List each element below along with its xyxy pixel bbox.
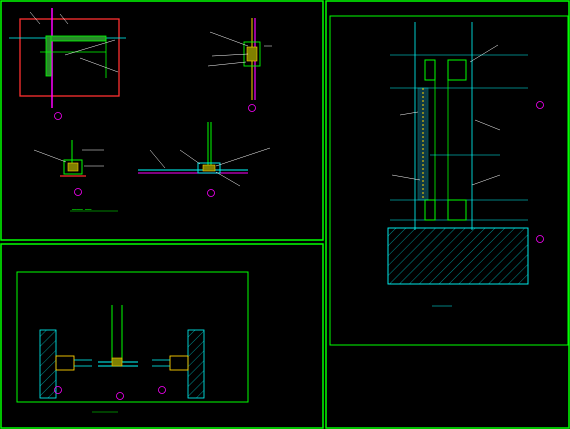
detail-marker [54, 112, 62, 120]
detail-base-channel: ▁▁▁▁▁ ▁▁▁ [33, 140, 118, 212]
frame-top-left [0, 0, 324, 241]
detail-marker [248, 104, 256, 112]
detail-marker [536, 101, 544, 109]
detail-marker [536, 235, 544, 243]
detail-wall-junctions [39, 305, 205, 413]
detail-window-section [387, 22, 544, 307]
detail-marker [207, 189, 215, 197]
frame-inner-bottom [16, 271, 249, 403]
detail-marker [116, 392, 124, 400]
frame-bottom-left [0, 243, 324, 429]
frame-right [325, 0, 570, 429]
detail-marker [74, 188, 82, 196]
detail-marker [158, 386, 166, 394]
detail-t-junction [138, 122, 271, 197]
detail-mullion-section [207, 18, 272, 112]
frame-inner-right [329, 15, 569, 346]
detail-frame-plan [9, 8, 126, 120]
drawing-caption: ▁▁▁▁▁ ▁▁▁ [71, 206, 92, 210]
detail-marker [54, 386, 62, 394]
concrete-slab [387, 227, 529, 285]
